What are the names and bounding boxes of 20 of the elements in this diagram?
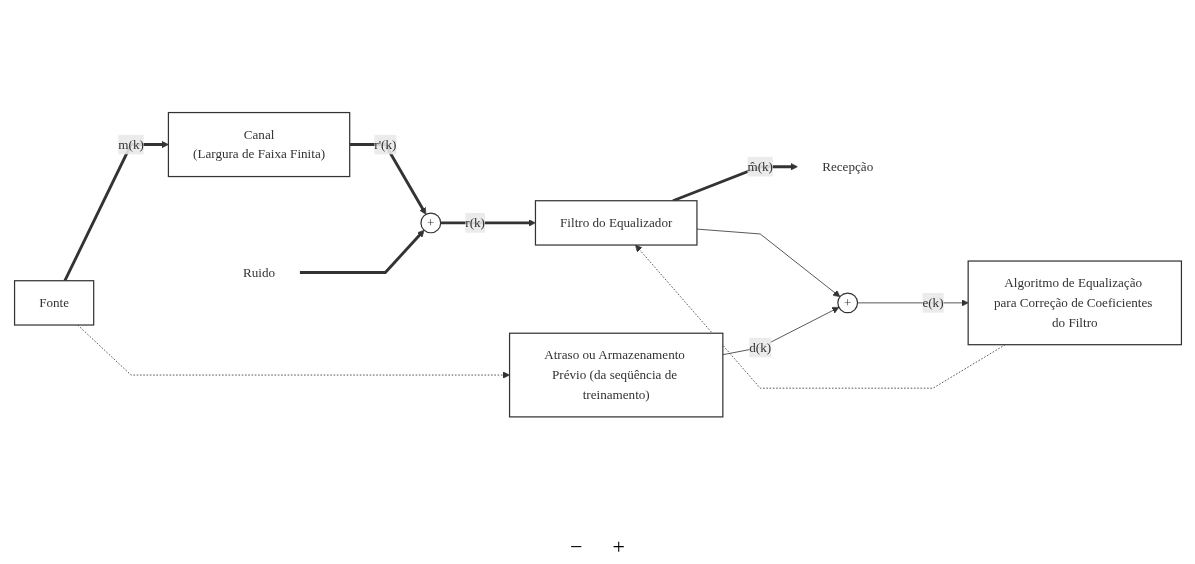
edge-label: r(k)	[464, 215, 485, 230]
node-circle	[836, 292, 858, 314]
sign-label: −	[570, 534, 583, 560]
node-box	[167, 112, 350, 178]
edge-label: e(k)	[921, 295, 944, 310]
sign-label: +	[612, 534, 625, 560]
node-text: Recepção	[821, 159, 873, 174]
node-box	[534, 200, 698, 246]
arrow	[299, 230, 424, 275]
node-box	[967, 260, 1182, 346]
node-box	[13, 280, 94, 326]
edge-label: m(k)	[117, 137, 144, 152]
arrow	[349, 143, 426, 215]
node-box	[508, 332, 723, 418]
edge-label: r'(k)	[373, 137, 396, 152]
edge-label: d(k)	[748, 340, 771, 355]
node-text: Ruido	[242, 265, 275, 280]
edge-label: m̂(k)	[746, 159, 773, 174]
block-diagram: m(k) Canal (Largura de Faixa Finita) r'(k) m̂(k) Recepção + r(k) Filtro do Equalizador Ruido Fonte + e(k) Algoritmo de Equalização para Correção de Coeficientes do Filtro Atraso ou Armazenamento Prévio (da seqüência de treinamento) d(k)	[7, 106, 1188, 424]
node-circle	[419, 212, 441, 234]
